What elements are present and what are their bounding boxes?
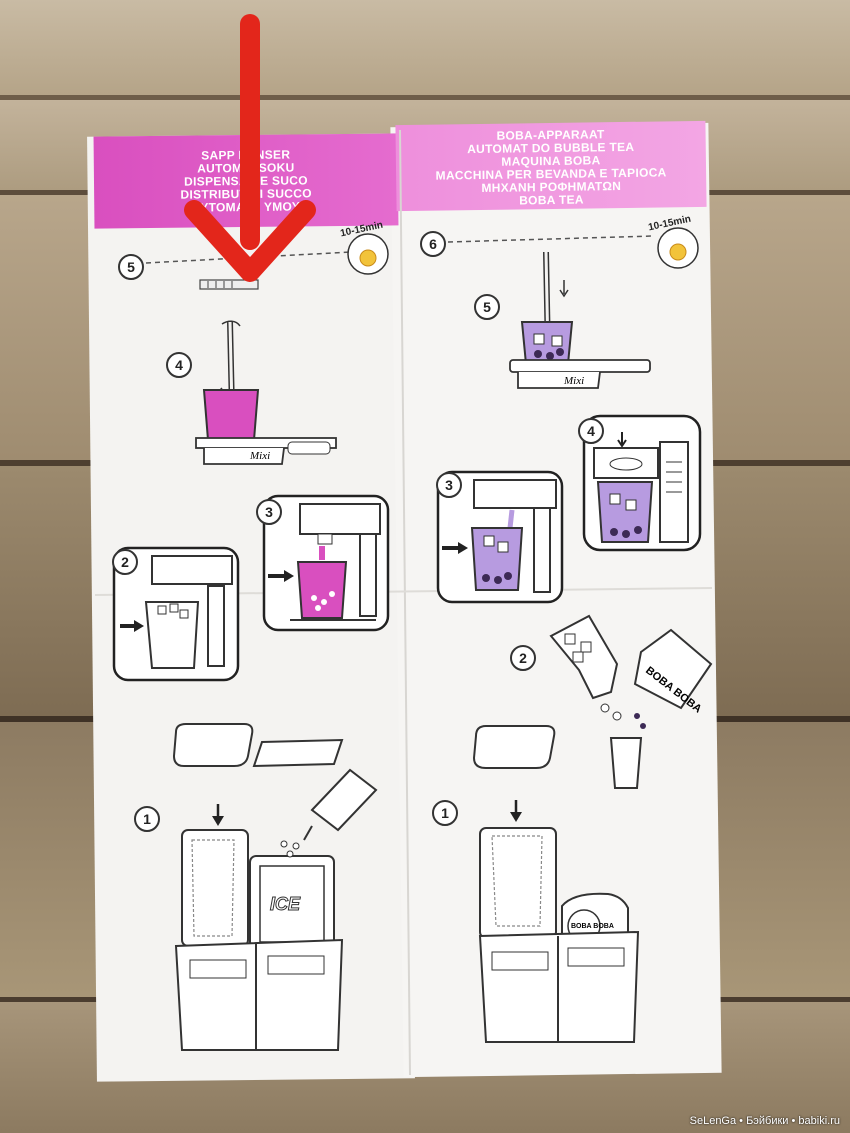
watermark: SeLenGa • Бэйбики • babiki.ru [689,1115,840,1127]
mixer-logo: Mixi [563,375,584,387]
purple-tea-dispensing-panel [436,470,564,604]
juice-and-boba-machines: BOBA BOBA [478,800,640,1043]
sun-icon [347,233,389,275]
boba-machine-label: BOBA BOBA [571,923,614,930]
juice-and-ice-machines: ICE [174,768,378,1051]
machine-lid-icon [172,723,254,767]
step-number: 3 [436,472,462,498]
step-number: 6 [420,231,446,257]
sun-icon [657,227,699,269]
step-number: 4 [166,352,192,378]
pink-juice-dispensing-panel [262,494,390,632]
pink-cup-with-straw: Mixi [195,320,337,465]
ice-pouch-and-boba-pack: BOBA BOBA [549,614,713,789]
machine-lid-icon [472,725,556,769]
red-arrow-annotation [184,14,316,282]
dashed-timeline [447,235,654,243]
ice-cup-panel [112,546,240,682]
wood-plank [0,95,850,100]
ice-tray-small-icon [199,279,259,290]
step-number: 1 [134,806,160,832]
step-number: 1 [432,800,458,826]
step-number: 2 [112,549,138,575]
step-number: 4 [578,418,604,444]
ice-label: ICE [270,894,301,914]
purple-boba-cup-with-straw: Mixi [509,251,651,389]
step-number: 2 [510,645,536,671]
step-number: 5 [474,294,500,320]
wood-plank [0,0,850,95]
step-number: 3 [256,499,282,525]
step-number: 5 [118,254,144,280]
boba-tea-machine-panel [582,414,702,552]
machine-lid-icon [252,738,344,768]
mixer-logo: Mixi [249,450,270,462]
